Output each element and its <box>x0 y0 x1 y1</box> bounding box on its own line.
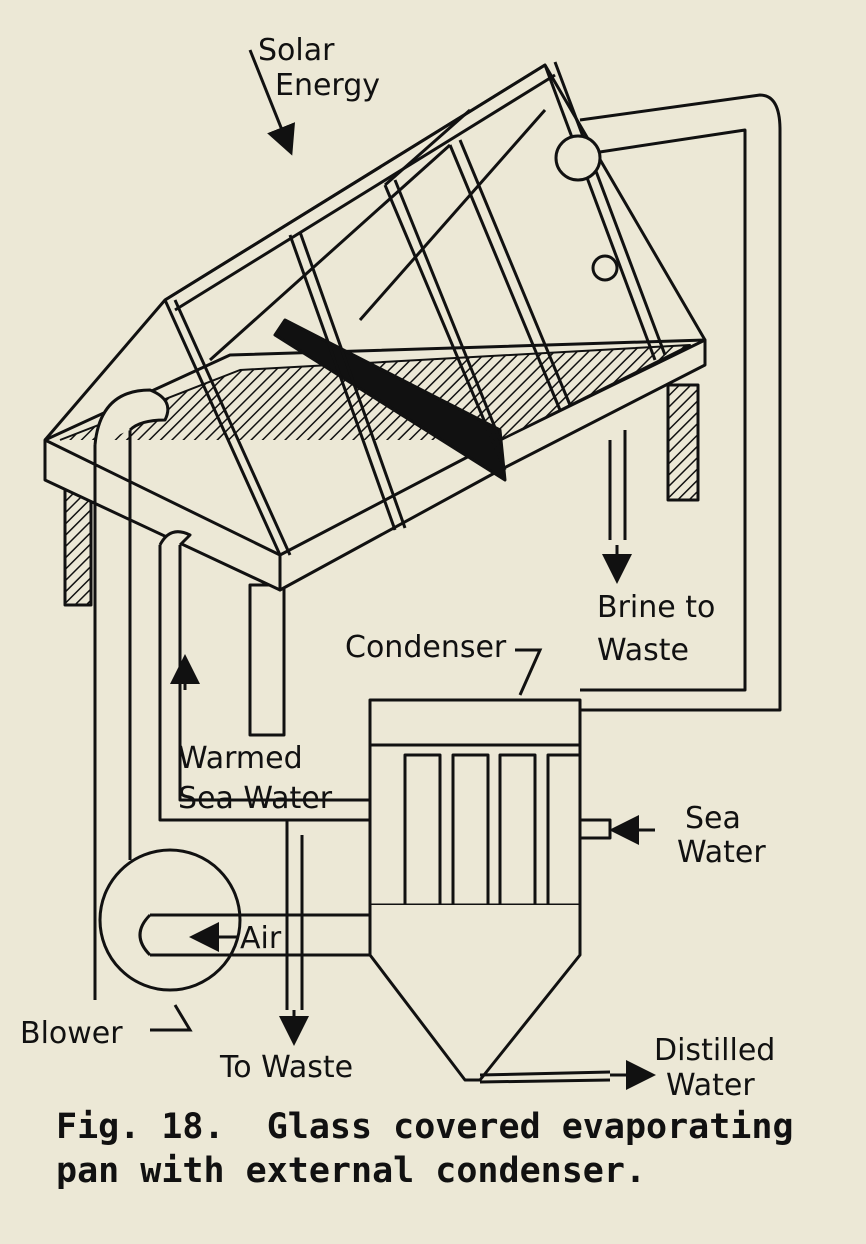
caption-line-1: Fig. 18. Glass covered evaporating <box>56 1107 794 1147</box>
condenser-leader <box>515 648 543 696</box>
label-brine-2: Waste <box>597 633 689 668</box>
label-warmed-1: Warmed <box>178 741 303 776</box>
pipes <box>93 93 782 1010</box>
label-solar-2: Energy <box>275 68 380 103</box>
label-to-waste: To Waste <box>219 1050 353 1085</box>
label-condenser: Condenser <box>345 630 507 665</box>
label-distilled-2: Water <box>666 1068 755 1103</box>
condenser-unit <box>368 698 611 1084</box>
label-warmed-2: Sea Water <box>178 781 333 816</box>
label-distilled-1: Distilled <box>654 1033 775 1068</box>
label-sea-1: Sea <box>685 801 741 836</box>
label-blower: Blower <box>20 1016 123 1051</box>
pan-frame <box>43 318 707 592</box>
caption-line-2: pan with external condenser. <box>56 1151 646 1191</box>
label-solar-1: Solar <box>258 33 335 68</box>
labels: Solar Energy Brine to Waste Condenser Wa… <box>20 33 775 1103</box>
flow-arrows <box>150 49 656 1090</box>
glass-cover <box>43 61 707 556</box>
figure-caption: Fig. 18. Glass covered evaporating pan w… <box>56 1107 794 1191</box>
blower-leader <box>150 1004 193 1032</box>
label-air: Air <box>240 921 282 956</box>
solar-arrow <box>248 49 296 156</box>
label-brine-1: Brine to <box>597 590 715 625</box>
label-sea-2: Water <box>677 835 766 870</box>
